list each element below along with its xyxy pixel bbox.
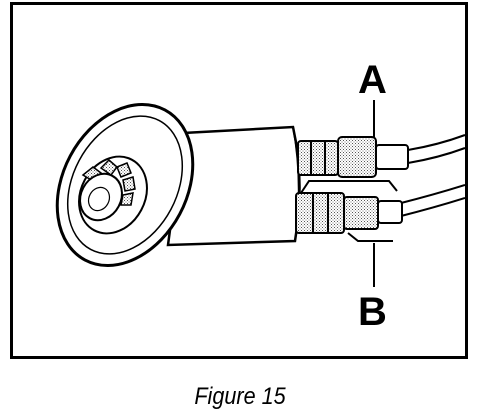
connector-a <box>297 136 409 178</box>
bulb-contact-fins <box>81 158 136 206</box>
callout-label-a: A <box>358 58 387 102</box>
figure-caption: Figure 15 <box>194 383 286 410</box>
lamp-holder-flange <box>55 103 195 267</box>
lower-wire <box>400 184 465 217</box>
connector-b <box>295 180 403 242</box>
figure-frame: A B <box>10 2 468 359</box>
socket-connector-illustration <box>55 100 465 287</box>
socket-body <box>166 125 301 247</box>
callout-label-b: B <box>358 290 387 334</box>
upper-wire <box>407 134 465 164</box>
